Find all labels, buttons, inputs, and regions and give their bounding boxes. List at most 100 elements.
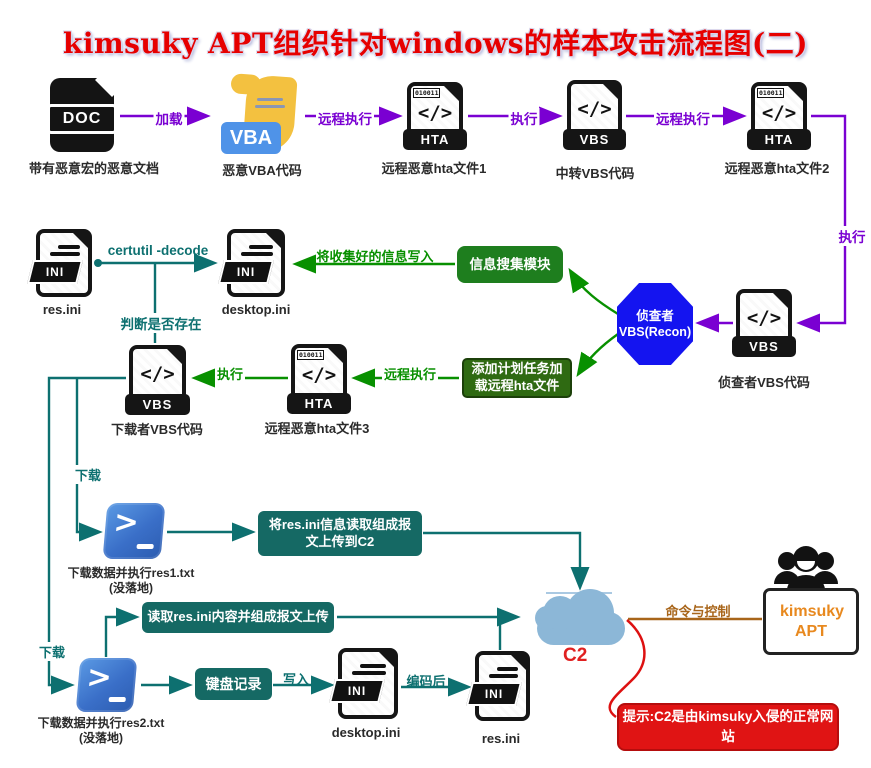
- edge-exec1-label: 执行: [508, 108, 540, 128]
- upload2-box: 读取res.ini内容并组成报文上传: [142, 602, 334, 633]
- edge-download2-label: 下载: [36, 642, 68, 661]
- ini-line: [58, 245, 80, 249]
- vbs-recon-label: 侦查者VBS代码: [718, 375, 810, 390]
- code-glyph: </>: [761, 102, 797, 124]
- edge-remote-exec1-label: 远程执行: [316, 108, 374, 128]
- edge-encoded-label: 编码后: [406, 674, 446, 689]
- res-ini-top-label: res.ini: [42, 302, 82, 317]
- fold-corner: [510, 654, 527, 671]
- doc-badge: DOC: [47, 104, 117, 134]
- res-ini-bottom-file-icon: INI: [466, 651, 530, 721]
- vbs-badge: VBS: [563, 129, 626, 150]
- vbs-downloader-label: 下载者VBS代码: [111, 422, 203, 437]
- edge-write-info-label: 将收集好的信息写入: [316, 249, 434, 264]
- c2-note-box: 提示:C2是由kimsuky入侵的正常网 站: [617, 703, 839, 751]
- powershell1-label: 下载数据并执行res1.txt (没落地): [67, 566, 195, 595]
- vbs-relay-label: 中转VBS代码: [555, 166, 635, 181]
- edge-load-label: 加载: [153, 108, 185, 128]
- fold-corner: [772, 292, 789, 309]
- vba-script-icon: VBA: [219, 74, 303, 158]
- edge-cnc-label: 命令与控制: [665, 604, 731, 619]
- scroll-line: [257, 98, 283, 101]
- ini-band: INI: [27, 260, 83, 284]
- edge-check-exist-label: 判断是否存在: [118, 313, 204, 333]
- hta2-label: 远程恶意hta文件2: [724, 161, 830, 176]
- code-glyph: </>: [577, 98, 612, 120]
- fold-corner: [327, 347, 344, 364]
- hta-badge: HTA: [403, 129, 467, 150]
- fold-corner: [265, 232, 282, 249]
- hta2-file-icon: 010011 </> HTA: [747, 82, 811, 150]
- scroll-line: [255, 105, 285, 108]
- kimsuky-apt-label: kimsuky APT: [780, 603, 845, 640]
- res-ini-top-file-icon: INI: [27, 229, 92, 297]
- edge-remote-exec3-label: 远程执行: [381, 364, 439, 383]
- ini-line: [249, 245, 273, 249]
- prompt-underscore: [136, 544, 154, 549]
- edge-exec3-label: 执行: [214, 364, 246, 383]
- code-glyph: </>: [746, 307, 782, 329]
- doc-label: 带有恶意宏的恶意文档: [28, 161, 160, 176]
- powershell1-icon: >: [102, 503, 166, 559]
- res-ini-bottom-label: res.ini: [481, 731, 521, 746]
- ini-line: [352, 671, 386, 675]
- code-glyph: </>: [140, 363, 175, 385]
- code-glyph: </>: [301, 364, 337, 386]
- edge-write-in-label: 写入: [282, 672, 310, 687]
- scheduled-task-box: 添加计划任务加 载远程hta文件: [462, 358, 572, 398]
- ini-line: [360, 664, 386, 668]
- bits-text: 010011: [413, 88, 441, 98]
- bits-text: 010011: [297, 350, 325, 360]
- fold-corner: [378, 651, 395, 668]
- edge-certutil-label: certutil -decode: [107, 243, 209, 258]
- kimsuky-apt-box: kimsuky APT: [763, 588, 859, 655]
- ini-line: [489, 674, 518, 678]
- cloud-hump: [535, 606, 559, 630]
- edge-download1-label: 下载: [72, 465, 104, 484]
- fold-corner: [72, 232, 89, 249]
- vba-label: 恶意VBA代码: [222, 163, 302, 178]
- ini-band: INI: [466, 682, 522, 706]
- vbs-downloader-file-icon: </> VBS: [125, 345, 190, 415]
- fold-corner: [787, 85, 804, 102]
- hta1-file-icon: 010011 </> HTA: [403, 82, 467, 150]
- hta3-label: 远程恶意hta文件3: [264, 421, 370, 436]
- c2-cloud-icon: [535, 589, 625, 645]
- desktop-ini-top-label: desktop.ini: [221, 302, 291, 317]
- fold-corner: [166, 348, 183, 365]
- edge-exec2-label: 执行: [836, 226, 868, 246]
- ini-band: INI: [329, 679, 385, 703]
- info-collect-box: 信息搜集模块: [457, 246, 563, 283]
- ini-line: [50, 252, 80, 256]
- prompt-underscore: [108, 697, 126, 702]
- apt-group-icon: [774, 546, 838, 590]
- fold-corner: [443, 85, 460, 102]
- upload1-box: 将res.ini信息读取组成报 文上传到C2: [258, 511, 422, 556]
- prompt-glyph: >: [112, 505, 141, 540]
- bits-text: 010011: [757, 88, 785, 98]
- fold-corner: [602, 83, 619, 100]
- c2-label: C2: [563, 645, 588, 666]
- prompt-glyph: >: [85, 660, 114, 695]
- powershell2-label: 下载数据并执行res2.txt (没落地): [37, 716, 165, 745]
- vbs-badge: VBS: [125, 394, 190, 415]
- edge-remote-exec2-label: 远程执行: [654, 108, 712, 128]
- ini-line: [497, 667, 518, 671]
- hta-badge: HTA: [287, 393, 351, 414]
- desktop-ini-top-file-icon: INI: [218, 229, 285, 297]
- ini-line: [241, 252, 273, 256]
- desktop-ini-bottom-label: desktop.ini: [331, 725, 401, 740]
- hta3-file-icon: 010011 </> HTA: [287, 344, 351, 414]
- vbs-badge: VBS: [732, 336, 796, 357]
- code-glyph: </>: [417, 102, 453, 124]
- powershell2-icon: >: [75, 658, 138, 712]
- recon-octagon-node: 侦查者 VBS(Recon): [617, 283, 693, 365]
- desktop-ini-bottom-file-icon: INI: [329, 648, 398, 719]
- hta-badge: HTA: [747, 129, 811, 150]
- doc-file-icon: DOC: [47, 63, 129, 152]
- keylogger-box: 键盘记录: [195, 668, 272, 700]
- hta1-label: 远程恶意hta文件1: [381, 161, 487, 176]
- vbs-recon-file-icon: </> VBS: [732, 289, 796, 357]
